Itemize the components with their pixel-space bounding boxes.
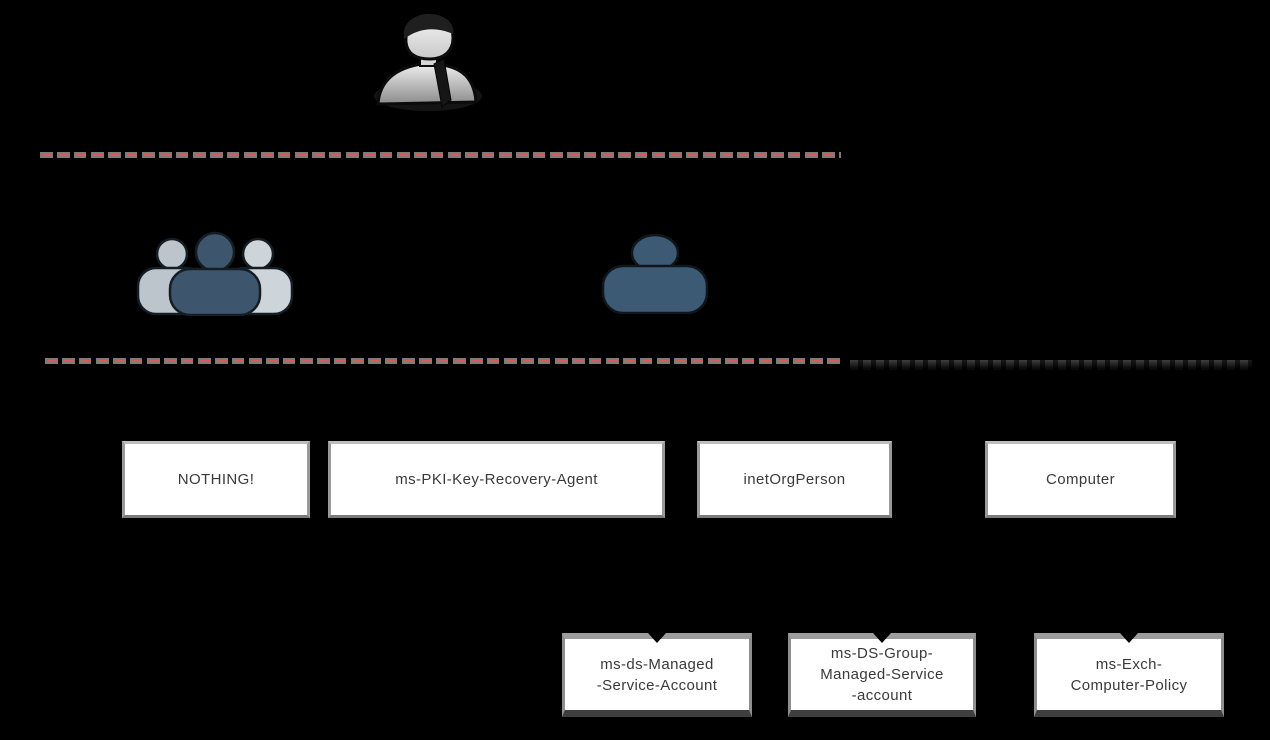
class-box-label: ms-PKI-Key-Recovery-Agent [395,471,598,488]
class-box-ms-ds-group-managed-service-account: ms-DS-Group- Managed-Service -account [788,633,976,717]
arrowhead-icon [1120,633,1138,643]
class-box-label: ms-Exch- Computer-Policy [1070,655,1188,694]
user-group-icon [130,228,300,317]
class-box-ms-pki-key-recovery-agent: ms-PKI-Key-Recovery-Agent [328,441,665,518]
class-box-label: Computer [1045,471,1116,488]
class-box-label: NOTHING! [177,471,255,488]
dashed-separator-dark [850,360,1252,370]
class-box-label: inetOrgPerson [743,471,846,488]
class-box-inetorgperson: inetOrgPerson [697,441,892,518]
class-box-label: ms-ds-Managed -Service-Account [596,655,718,694]
user-icon [596,230,714,315]
arrowhead-icon [873,633,891,643]
class-box-label: ms-DS-Group- Managed-Service -account [820,645,944,704]
dashed-separator-middle [45,358,841,364]
class-box-ms-ds-managed-service-account: ms-ds-Managed -Service-Account [562,633,752,717]
admin-user-bust-icon [368,12,488,114]
class-box-nothing: NOTHING! [122,441,310,518]
class-box-ms-exch-computer-policy: ms-Exch- Computer-Policy [1034,633,1224,717]
class-box-computer: Computer [985,441,1176,518]
dashed-separator-top [40,152,841,158]
arrowhead-icon [648,633,666,643]
